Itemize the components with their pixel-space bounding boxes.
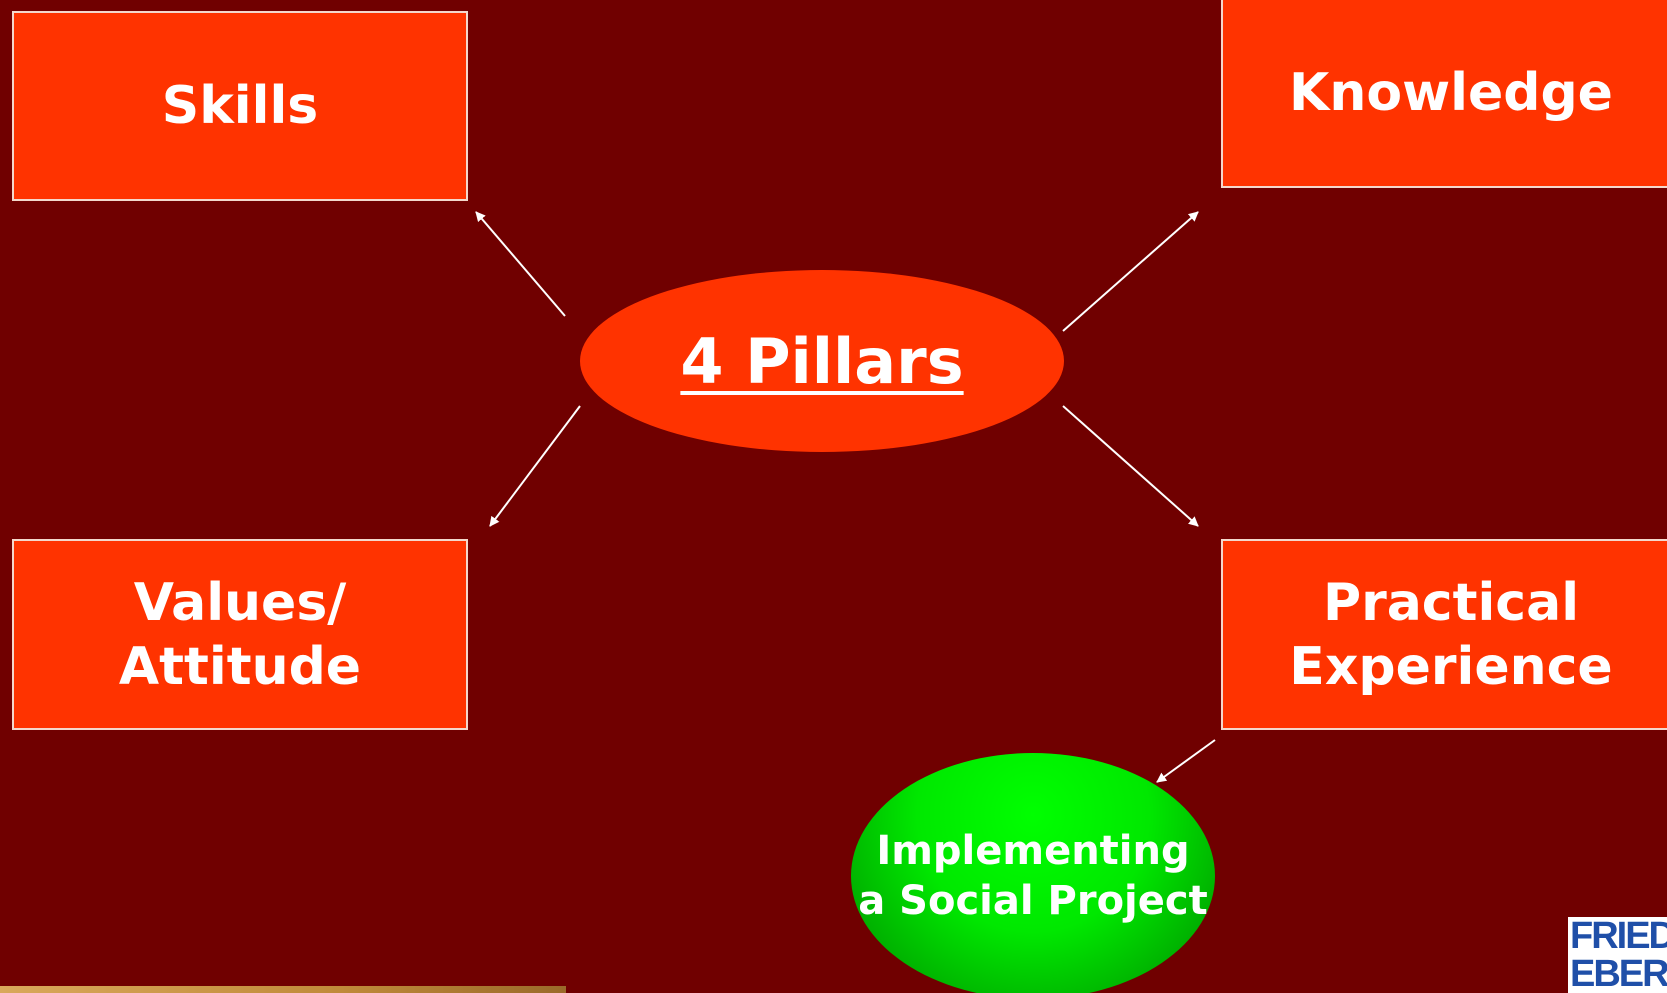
- knowledge-box: Knowledge: [1221, 0, 1667, 188]
- social-project-ellipse: Implementing a Social Project: [851, 753, 1215, 993]
- arrow-to-project: [1156, 739, 1216, 783]
- arrow-to-knowledge: [1062, 211, 1199, 332]
- arrow-to-values: [489, 405, 581, 527]
- skills-label: Skills: [161, 76, 319, 136]
- arrow-to-skills: [475, 211, 566, 317]
- values-attitude-box: Values/ Attitude: [12, 539, 468, 730]
- center-ellipse: 4 Pillars: [580, 270, 1064, 452]
- foundation-logo: FRIEDRICH EBERT: [1568, 917, 1667, 993]
- center-title: 4 Pillars: [680, 324, 964, 398]
- knowledge-label: Knowledge: [1289, 63, 1613, 123]
- social-project-label: Implementing a Social Project: [858, 828, 1208, 924]
- logo-line-1: FRIEDRICH: [1570, 917, 1667, 957]
- skills-box: Skills: [12, 11, 468, 201]
- practical-experience-box: Practical Experience: [1221, 539, 1667, 730]
- values-attitude-label: Values/ Attitude: [118, 572, 362, 697]
- practical-experience-label: Practical Experience: [1289, 572, 1613, 697]
- arrow-to-practical: [1062, 405, 1199, 527]
- logo-line-2: EBERT: [1570, 953, 1667, 993]
- bottom-accent-bar: [0, 986, 566, 993]
